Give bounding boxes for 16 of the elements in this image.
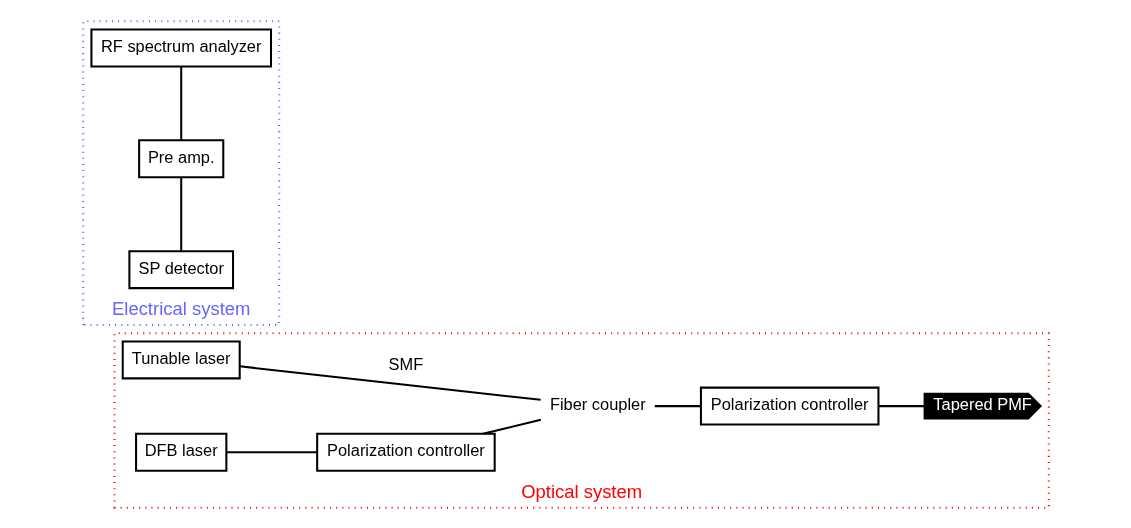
connector	[226, 450, 317, 453]
node-box: RF spectrum analyzer	[89, 28, 272, 67]
edge-label: SMF	[388, 354, 423, 373]
connector	[878, 404, 924, 407]
node-box: SP detector	[127, 249, 234, 289]
node-box: Polarization controller	[699, 386, 879, 426]
node-box: Pre amp.	[137, 138, 224, 178]
connector	[654, 404, 701, 407]
node-text: Fiber coupler	[549, 394, 646, 413]
connector	[179, 66, 182, 140]
connector	[239, 364, 541, 401]
node-box: Tunable laser	[121, 339, 241, 379]
connector	[179, 177, 182, 251]
node-box: DFB laser	[134, 432, 227, 472]
node-box: Polarization controller	[315, 432, 496, 472]
connector	[482, 418, 541, 435]
